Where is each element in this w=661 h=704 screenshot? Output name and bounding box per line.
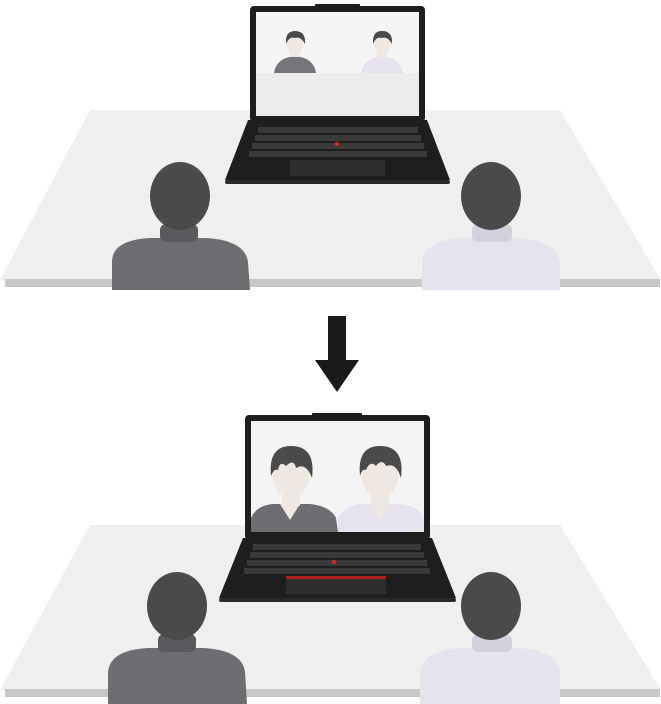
participant-right — [422, 162, 560, 290]
video-person-right — [338, 446, 424, 532]
trackpoint-buttons — [286, 576, 386, 579]
laptop-icon — [219, 413, 456, 602]
webcam-bump — [312, 413, 362, 417]
trackpad — [290, 160, 385, 176]
trackpoint — [331, 559, 337, 565]
video-person-right — [361, 31, 403, 73]
video-person-left — [274, 31, 316, 73]
scene-after — [0, 410, 661, 704]
laptop-icon — [225, 4, 450, 184]
scene-before — [0, 0, 661, 300]
arrow-down-icon — [312, 316, 362, 396]
scene-after-illustration — [0, 413, 661, 704]
trackpad — [286, 578, 386, 594]
keyboard — [244, 544, 430, 574]
table-edge — [5, 689, 660, 697]
webcam-bump — [315, 4, 360, 8]
video-feed — [251, 446, 424, 532]
laptop-front-edge — [225, 180, 450, 184]
laptop-front-edge — [219, 598, 456, 602]
trackpoint — [334, 141, 340, 147]
video-person-left — [251, 446, 338, 532]
keyboard — [249, 127, 427, 157]
table-edge — [5, 279, 660, 287]
participant-left — [108, 572, 247, 704]
scene-before-illustration — [0, 4, 661, 290]
participant-right — [420, 572, 560, 704]
video-feed — [256, 31, 419, 116]
participant-left — [112, 162, 250, 290]
